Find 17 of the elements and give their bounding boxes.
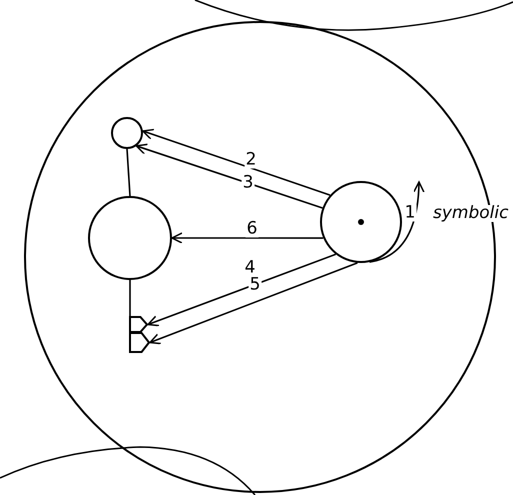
circle-node — [320, 181, 402, 263]
edge-label: 1 — [404, 204, 416, 222]
edge-label: 6 — [246, 220, 258, 238]
arrow — [149, 262, 358, 344]
arrow — [171, 232, 324, 244]
arrow — [136, 144, 323, 209]
circle-node — [111, 117, 143, 149]
pentagon-node — [129, 332, 150, 353]
connector-line — [126, 148, 131, 196]
edge-label: 2 — [244, 152, 258, 168]
arrow — [142, 128, 330, 196]
arrow — [147, 254, 336, 326]
arrow — [369, 181, 424, 263]
annotation-text: symbolic — [433, 205, 508, 222]
connector-line — [129, 280, 131, 316]
pentagon-node — [129, 316, 148, 333]
circle-node — [88, 196, 172, 280]
